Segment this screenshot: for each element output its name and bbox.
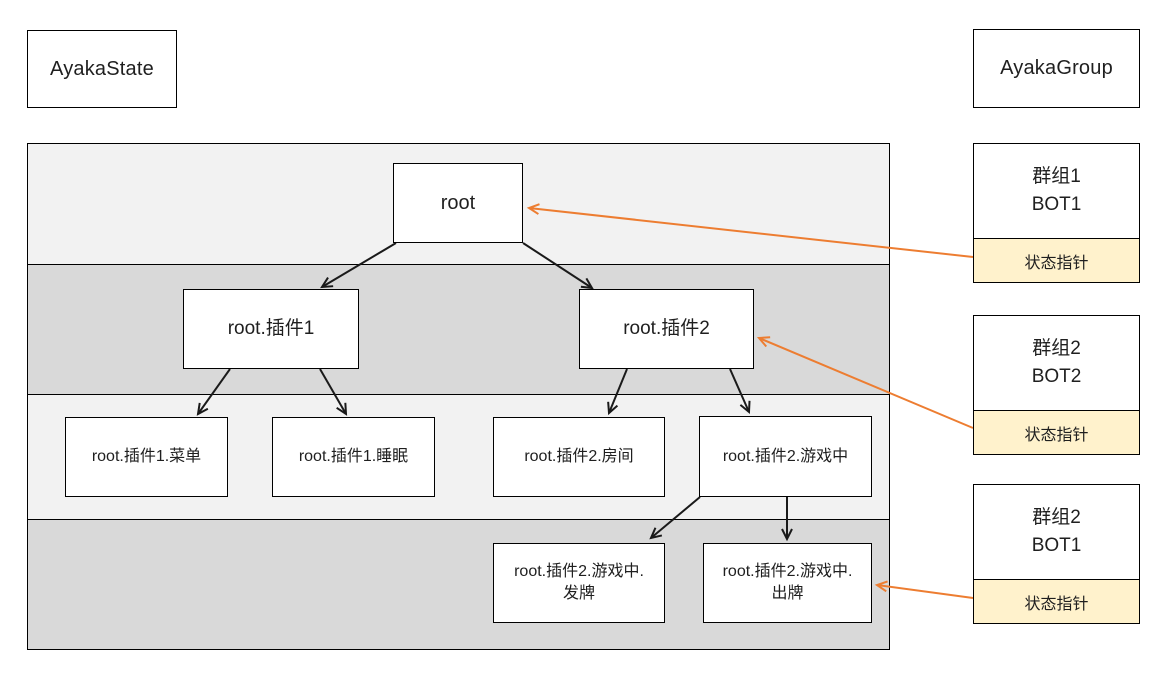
tree-node-label: root.插件1 — [227, 318, 315, 340]
group-card-3: 群组2 BOT1 状态指针 — [973, 484, 1140, 624]
group-name: 群组2 BOT1 — [1031, 506, 1082, 557]
pointer-arrow-group3-to-play — [874, 580, 974, 599]
depth-band-2 — [28, 264, 889, 394]
state-pointer-badge: 状态指针 — [974, 238, 1139, 282]
ayaka-group-label: AyakaGroup — [1000, 57, 1113, 79]
group-card-2: 群组2 BOT2 状态指针 — [973, 315, 1140, 455]
tree-node-label: root.插件2.房间 — [524, 448, 634, 466]
ayaka-group-title-box: AyakaGroup — [973, 29, 1140, 108]
tree-node-label: root.插件2.游戏中. 发牌 — [514, 563, 644, 602]
tree-node-label: root.插件1.睡眠 — [298, 448, 409, 466]
tree-node-plugin2-gaming: root.插件2.游戏中 — [699, 416, 872, 497]
tree-node-plugin1-menu: root.插件1.菜单 — [65, 417, 228, 497]
tree-node-plugin1-sleep: root.插件1.睡眠 — [272, 417, 435, 497]
tree-node-label: root — [440, 191, 476, 214]
tree-node-root: root — [393, 163, 523, 243]
tree-node-gaming-play: root.插件2.游戏中. 出牌 — [703, 543, 872, 623]
tree-node-label: root.插件2.游戏中. 出牌 — [722, 563, 853, 602]
state-pointer-badge: 状态指针 — [974, 579, 1139, 623]
tree-node-plugin1: root.插件1 — [183, 289, 359, 369]
tree-node-label: root.插件2 — [623, 318, 710, 340]
group-name: 群组1 BOT1 — [1031, 165, 1082, 216]
tree-node-plugin2-room: root.插件2.房间 — [493, 417, 665, 497]
tree-node-gaming-deal: root.插件2.游戏中. 发牌 — [493, 543, 665, 623]
tree-node-label: root.插件1.菜单 — [91, 448, 202, 466]
ayaka-state-title-box: AyakaState — [27, 30, 177, 108]
tree-node-plugin2: root.插件2 — [579, 289, 754, 369]
state-pointer-badge: 状态指针 — [974, 410, 1139, 454]
tree-node-label: root.插件2.游戏中 — [722, 447, 849, 465]
group-card-1: 群组1 BOT1 状态指针 — [973, 143, 1140, 283]
ayaka-state-label: AyakaState — [50, 57, 154, 80]
group-name: 群组2 BOT2 — [1031, 337, 1082, 388]
